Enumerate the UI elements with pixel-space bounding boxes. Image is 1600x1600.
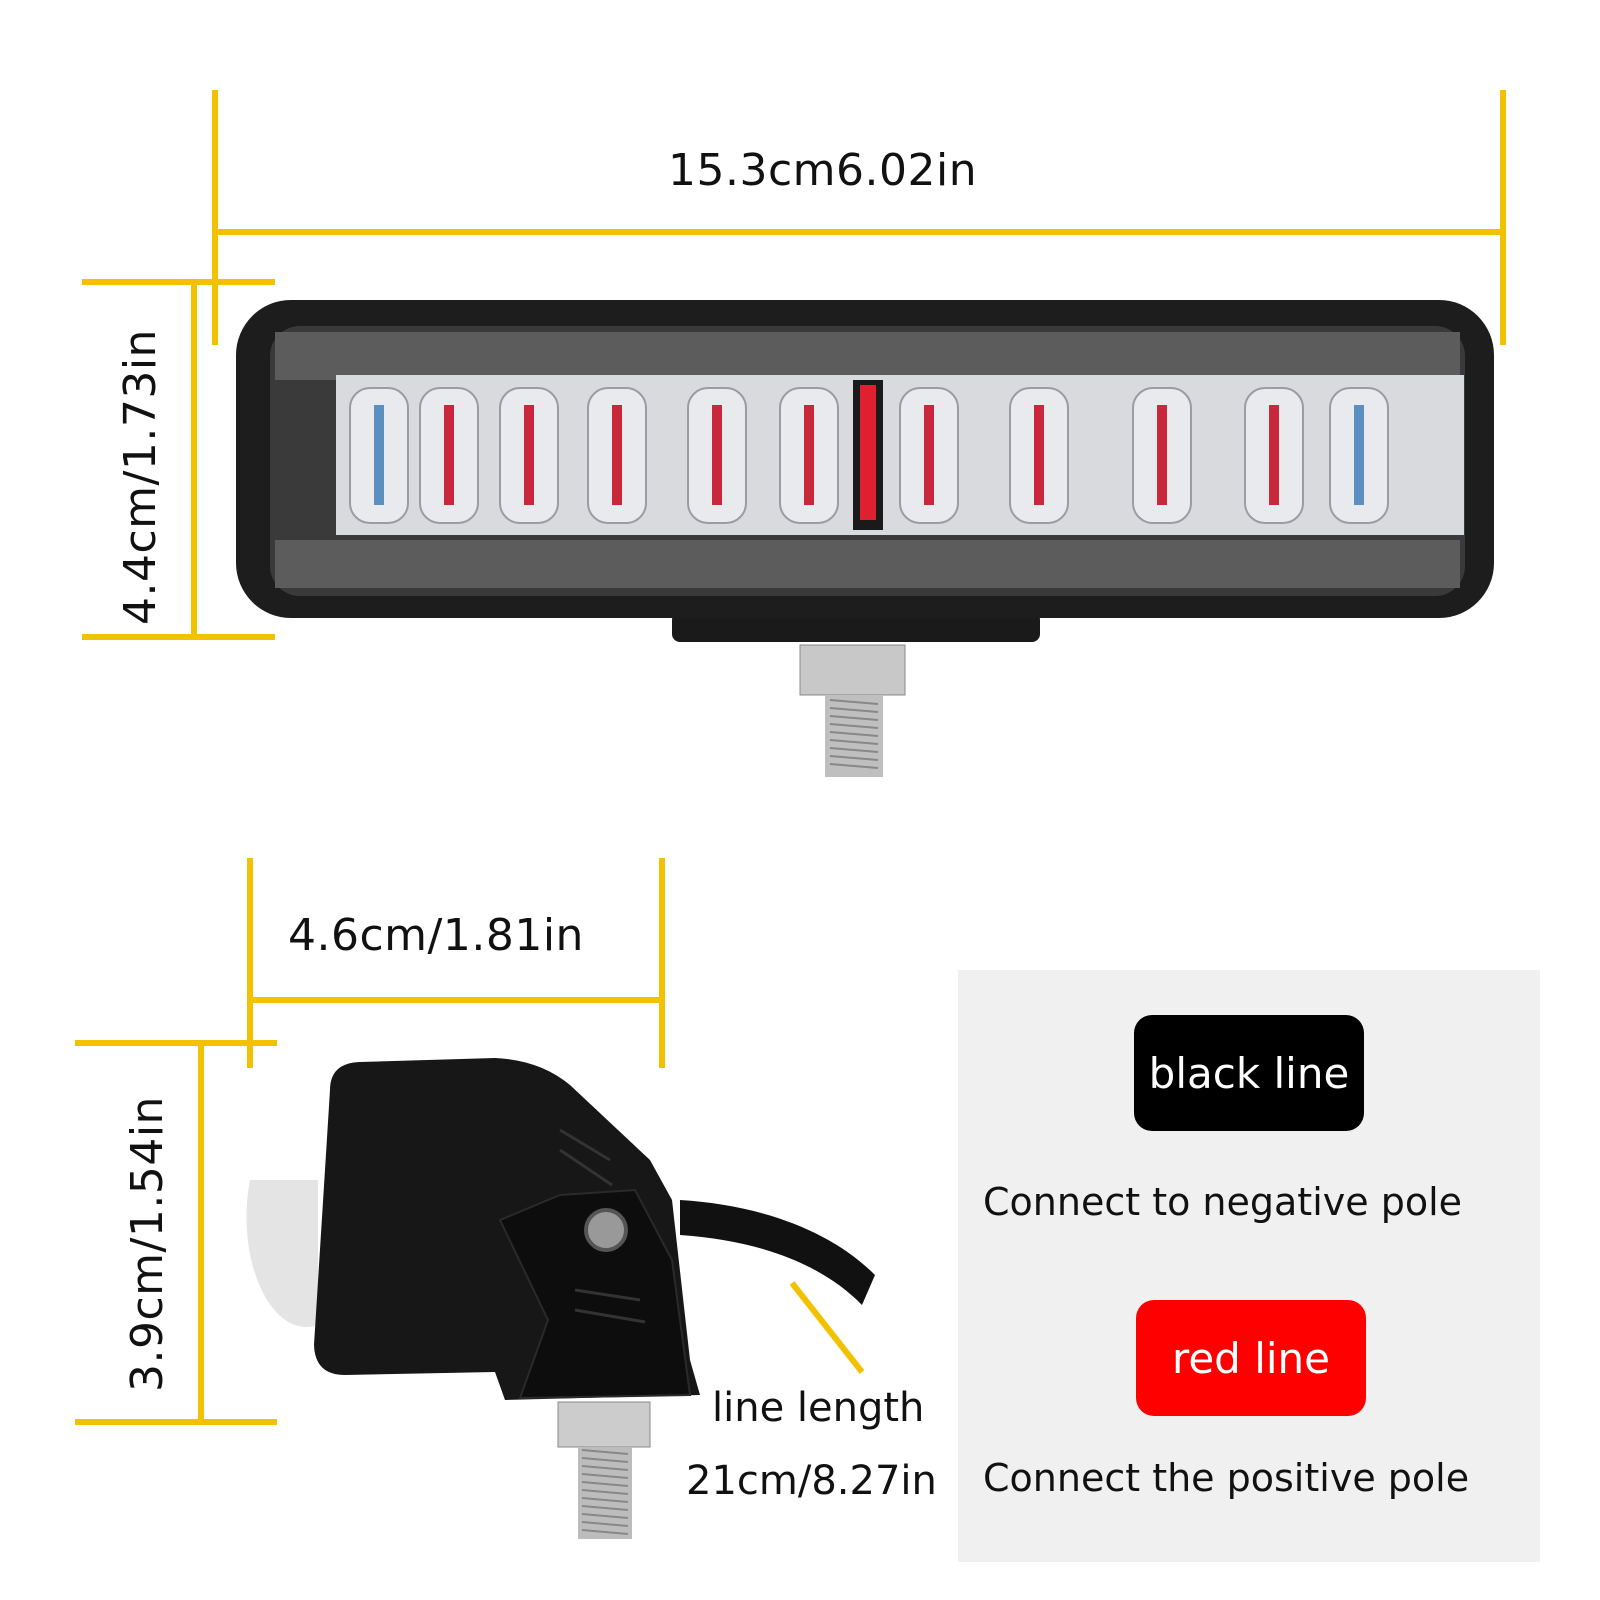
cable-label: line length	[712, 1385, 925, 1431]
black-line-description: Connect to negative pole	[983, 1180, 1463, 1224]
led-strip	[374, 405, 384, 505]
bar-height-label: 4.4cm/1.73in	[115, 329, 166, 625]
wiring-panel: black line Connect to negative pole red …	[958, 970, 1540, 1562]
led-strip	[1157, 405, 1167, 505]
led-strip	[1034, 405, 1044, 505]
led-strip	[804, 405, 814, 505]
light-bar-side	[246, 1058, 875, 1539]
bar-length-label: 15.3cm6.02in	[668, 145, 978, 196]
cable-length: 21cm/8.27in	[686, 1458, 937, 1504]
led-strip	[924, 405, 934, 505]
dimension-lines	[75, 90, 1506, 1425]
side-depth-label: 4.6cm/1.81in	[288, 910, 584, 961]
red-line-description: Connect the positive pole	[983, 1456, 1470, 1500]
led-strip	[444, 405, 454, 505]
led-strip	[712, 405, 722, 505]
led-strip	[1269, 405, 1279, 505]
led-strip	[524, 405, 534, 505]
led-strip	[1354, 405, 1364, 505]
led-strip	[612, 405, 622, 505]
light-bar-front	[236, 300, 1494, 777]
black-line-badge: black line	[1134, 1015, 1364, 1131]
red-line-badge: red line	[1136, 1300, 1366, 1416]
side-height-label: 3.9cm/1.54in	[122, 1096, 173, 1392]
